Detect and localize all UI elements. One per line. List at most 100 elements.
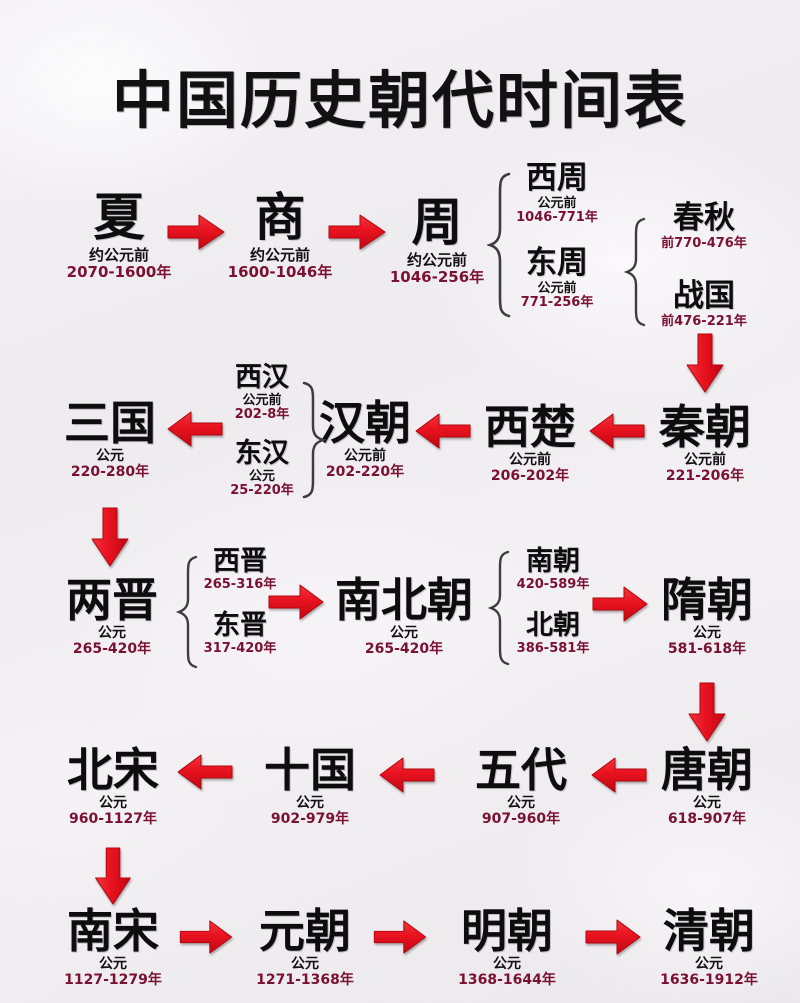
node-shang-era: 约公元前 <box>249 246 311 265</box>
node-nansong-dates: 公元 1127-1279年 <box>64 955 162 988</box>
node-han-name: 汉朝 <box>319 396 411 450</box>
node-donghan-era: 公元 <box>248 468 275 484</box>
arrow-right-icon-liangjin-nanbeichao <box>267 582 325 622</box>
node-zhanguo-range: 前476-221年 <box>661 313 747 329</box>
node-xihan-name: 西汉 <box>234 362 289 393</box>
node-wudai-dates: 公元 907-960年 <box>475 794 567 827</box>
node-donghan-dates: 公元 25-220年 <box>230 468 294 499</box>
node-dongzhou-era: 公元前 <box>537 280 577 296</box>
node-tang-era: 公元 <box>693 794 721 811</box>
node-shiguo-name: 十国 <box>264 743 356 797</box>
node-dongzhou: 东周 公元前 771-256年 <box>520 247 594 311</box>
node-donghan-name: 东汉 <box>235 438 289 469</box>
node-xijin-name: 西晋 <box>212 546 267 577</box>
node-zhou-era: 约公元前 <box>406 251 468 270</box>
node-nanbeichao-era: 公元 <box>390 624 418 641</box>
node-xizhou-name: 西周 <box>526 160 588 196</box>
node-liangjin-era: 公元 <box>98 624 126 641</box>
node-shiguo: 十国 公元 902-979年 <box>264 747 356 827</box>
node-shang: 商 约公元前 1600-1046年 <box>228 192 333 281</box>
node-shang-dates: 约公元前 1600-1046年 <box>228 247 333 281</box>
node-chunqiu-name: 春秋 <box>672 200 735 236</box>
node-xichu-range: 206-202年 <box>490 467 570 484</box>
node-yuan-dates: 公元 1271-1368年 <box>256 956 354 988</box>
node-sanguo-dates: 公元 220-280年 <box>64 447 156 480</box>
node-xia-era: 约公元前 <box>88 246 150 265</box>
node-qin-name: 秦朝 <box>659 400 751 454</box>
brace-dongzhou <box>624 216 648 328</box>
node-han-era: 公元前 <box>344 447 386 464</box>
node-sanguo: 三国 公元 220-280年 <box>64 400 156 480</box>
node-ming-range: 1368-1644年 <box>458 971 556 988</box>
node-dongzhou-range: 771-256年 <box>520 295 594 311</box>
node-wudai-era: 公元 <box>507 794 535 811</box>
node-zhou-range: 1046-256年 <box>389 267 485 286</box>
node-yuan: 元朝 公元 1271-1368年 <box>256 908 354 988</box>
node-wudai: 五代 公元 907-960年 <box>475 747 567 827</box>
arrow-right-icon-xia-shang <box>166 212 226 252</box>
brace-zhou <box>487 171 513 319</box>
node-xizhou-era: 公元前 <box>537 195 577 211</box>
node-yuan-name: 元朝 <box>259 904 351 958</box>
node-xihan: 西汉 公元前 202-8年 <box>235 364 290 423</box>
arrow-left-icon-wudai-shiguo <box>378 755 436 795</box>
node-nansong: 南宋 公元 1127-1279年 <box>64 908 162 988</box>
node-nanbeichao: 南北朝 公元 265-420年 <box>335 577 473 657</box>
node-liangjin-dates: 公元 265-420年 <box>66 624 158 657</box>
arrow-down-icon-sui-tang <box>685 681 729 743</box>
node-yuan-range: 1271-1368年 <box>256 971 354 988</box>
node-xia: 夏 约公元前 2070-1600年 <box>67 192 172 281</box>
node-wudai-range: 907-960年 <box>481 810 561 827</box>
arrow-right-icon-shang-zhou <box>327 212 387 252</box>
node-dongjin: 东晋 317-420年 <box>204 612 277 656</box>
node-shiguo-dates: 公元 902-979年 <box>264 794 356 827</box>
node-nanbeichao-dates: 公元 265-420年 <box>335 624 473 657</box>
node-zhanguo: 战国 前476-221年 <box>661 278 747 330</box>
node-liangjin: 两晋 公元 265-420年 <box>66 577 158 657</box>
arrow-down-icon-beisong-nansong <box>91 846 135 906</box>
node-qin-era: 公元前 <box>684 451 726 468</box>
node-nansong-era: 公元 <box>99 955 127 972</box>
node-zhanguo-dates: 前476-221年 <box>661 313 747 330</box>
node-sanguo-name: 三国 <box>64 396 156 450</box>
node-xijin-range: 265-316年 <box>203 576 277 592</box>
node-ming-dates: 公元 1368-1644年 <box>458 955 556 988</box>
node-tang-dates: 公元 618-907年 <box>661 794 753 827</box>
node-zhou-name: 周 <box>411 194 463 253</box>
node-nanchao-name: 南朝 <box>525 546 580 577</box>
node-zhanguo-name: 战国 <box>672 278 735 314</box>
node-han-dates: 公元前 202-220年 <box>319 447 411 480</box>
node-qing-era: 公元 <box>695 955 723 972</box>
node-liangjin-range: 265-420年 <box>72 640 152 657</box>
node-han: 汉朝 公元前 202-220年 <box>319 400 411 480</box>
node-wudai-name: 五代 <box>475 743 567 797</box>
node-xizhou-range: 1046-771年 <box>516 210 598 226</box>
node-qing: 清朝 公元 1636-1912年 <box>660 908 758 988</box>
node-nanchao-range: 420-589年 <box>516 576 590 592</box>
node-qin: 秦朝 公元前 221-206年 <box>659 404 751 484</box>
node-qing-range: 1636-1912年 <box>660 971 758 988</box>
node-nanchao-dates: 420-589年 <box>516 576 590 593</box>
node-xizhou-dates: 公元前 1046-771年 <box>516 195 598 226</box>
node-nansong-name: 南宋 <box>67 904 159 958</box>
node-sanguo-era: 公元 <box>96 447 124 464</box>
node-xichu-name: 西楚 <box>484 400 576 454</box>
node-dongjin-name: 东晋 <box>212 610 267 641</box>
node-sui-range: 581-618年 <box>667 640 747 657</box>
node-xichu: 西楚 公元前 206-202年 <box>484 404 576 484</box>
node-dongjin-range: 317-420年 <box>203 640 277 656</box>
node-beisong-era: 公元 <box>99 794 127 811</box>
node-shiguo-era: 公元 <box>296 794 324 811</box>
node-xihan-era: 公元前 <box>242 392 282 408</box>
arrow-left-icon-han-sanguo <box>166 409 224 449</box>
node-sui: 隋朝 公元 581-618年 <box>661 577 753 657</box>
node-xia-dates: 约公元前 2070-1600年 <box>67 247 172 281</box>
node-beichao: 北朝 386-581年 <box>517 612 590 656</box>
arrow-left-icon-tang-wudai <box>590 755 648 795</box>
node-sanguo-range: 220-280年 <box>70 463 150 480</box>
node-chunqiu-dates: 前770-476年 <box>661 236 747 252</box>
node-shiguo-range: 902-979年 <box>270 810 350 827</box>
node-dongjin-dates: 317-420年 <box>203 640 277 657</box>
node-ming-era: 公元 <box>493 955 521 972</box>
